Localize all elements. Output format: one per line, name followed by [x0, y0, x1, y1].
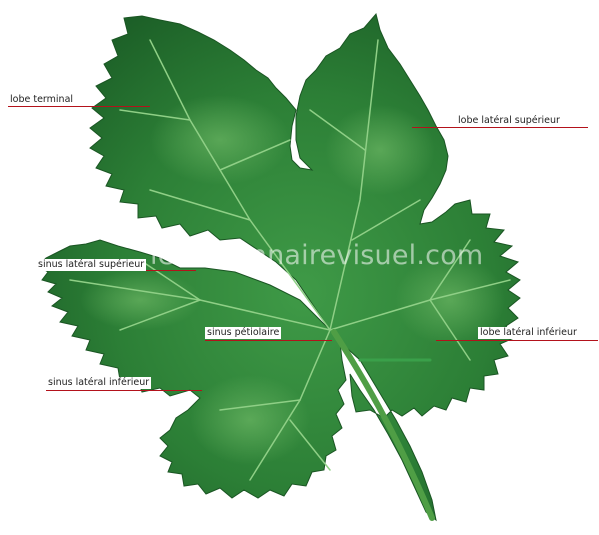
label-sinus-lateral-inferieur: sinus latéral inférieur — [46, 377, 151, 389]
label-lobe-terminal: lobe terminal — [8, 94, 75, 106]
leader-lobe-terminal — [8, 106, 150, 107]
leader-lobe-lateral-inferieur — [436, 340, 598, 341]
watermark: ledictionnairevisuel.com — [150, 240, 483, 271]
label-lobe-lateral-superieur: lobe latéral supérieur — [456, 115, 562, 127]
label-sinus-lateral-superieur: sinus latéral supérieur — [36, 259, 146, 271]
label-sinus-petiolaire: sinus pétiolaire — [205, 327, 281, 339]
leader-lobe-lateral-superieur — [412, 127, 588, 128]
leader-sinus-petiolaire — [205, 340, 332, 341]
leader-sinus-lateral-inferieur — [46, 390, 202, 391]
label-lobe-lateral-inferieur: lobe latéral inférieur — [478, 327, 579, 339]
